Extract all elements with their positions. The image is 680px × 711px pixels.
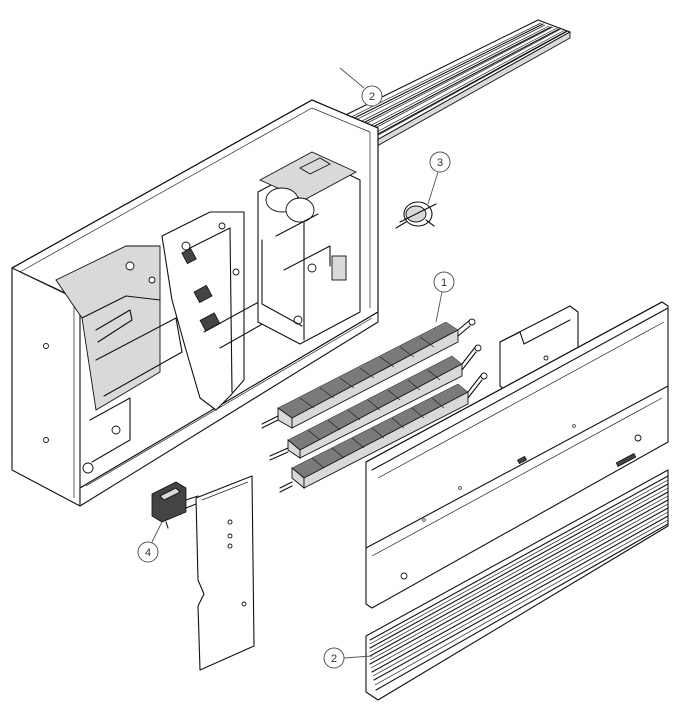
cabinet [11, 99, 379, 507]
callout-part-2-top: 2 [339, 67, 383, 107]
callout-part-3: 3 [427, 151, 451, 205]
callout-part-2-front: 2 [323, 647, 373, 669]
callout-label: 1 [441, 277, 447, 289]
callout-label: 3 [437, 157, 443, 169]
callout-label: 2 [331, 653, 337, 665]
thermostat-part [395, 201, 437, 229]
front-panel [365, 301, 669, 609]
callout-label: 4 [145, 547, 151, 559]
switch-part [151, 481, 199, 529]
rear-bracket-panel [499, 305, 579, 393]
front-grille [365, 469, 669, 701]
callout-part-4: 4 [137, 521, 163, 563]
callout-part-1: 1 [433, 271, 455, 323]
side-bracket [195, 475, 255, 671]
callout-label: 2 [369, 91, 375, 103]
heating-element [261, 318, 488, 493]
